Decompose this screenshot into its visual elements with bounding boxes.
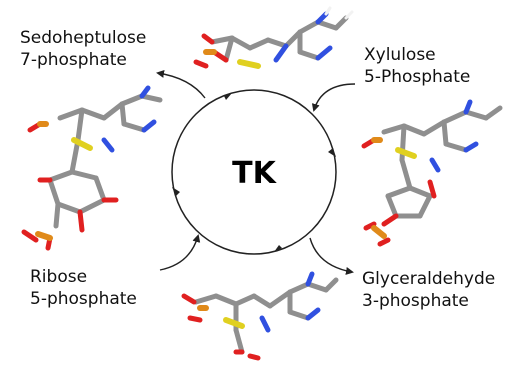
reactant-phosphate: 3-phosphate xyxy=(362,291,469,311)
molecule-left xyxy=(21,85,163,251)
reactant-name: Xylulose xyxy=(364,45,436,65)
molecule-bottom xyxy=(181,271,339,361)
cycle-arrowhead xyxy=(172,187,180,196)
arrow-from-ribose xyxy=(159,234,201,271)
reactant-label-xylulose: Xylulose 5-Phosphate xyxy=(364,44,470,88)
arrow-to-glyceraldehyde xyxy=(309,237,354,275)
molecule-top xyxy=(193,6,354,69)
reactant-phosphate: 5-Phosphate xyxy=(364,67,471,87)
reactant-label-sedoheptulose: Sedoheptulose 7-phosphate xyxy=(20,27,146,71)
cycle-arrowhead xyxy=(224,93,232,100)
molecule-right xyxy=(361,99,503,247)
reactant-label-glyceraldehyde: Glyceraldehyde 3-phosphate xyxy=(362,268,495,312)
catalytic-cycle xyxy=(171,89,337,255)
reactant-name: Glyceraldehyde xyxy=(362,269,496,289)
arrow-to-sedoheptulose xyxy=(156,69,206,99)
reactant-phosphate: 7-phosphate xyxy=(20,50,127,70)
cycle-arrowhead xyxy=(274,245,282,252)
cycle-arrowhead xyxy=(328,148,336,157)
reaction-arrows xyxy=(156,69,356,275)
reactant-name: Sedoheptulose xyxy=(20,28,147,48)
reactant-label-ribose: Ribose 5-phosphate xyxy=(30,266,137,310)
arrow-from-xylulose xyxy=(311,83,356,112)
enzyme-label: TK xyxy=(232,156,277,191)
reactant-name: Ribose xyxy=(30,267,88,287)
reactant-phosphate: 5-phosphate xyxy=(30,289,137,309)
